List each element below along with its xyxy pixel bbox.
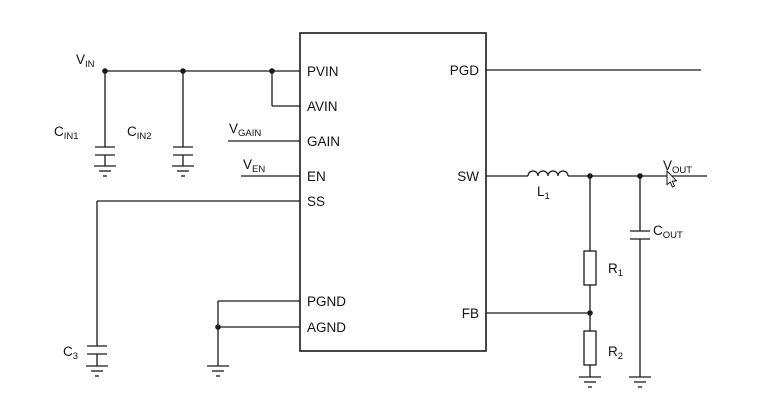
resistor-r1-icon — [583, 250, 597, 286]
label-vout: VOUT — [663, 158, 692, 176]
junction-vin-cin1 — [102, 68, 108, 74]
ic-body — [299, 32, 487, 352]
label-cin2: CIN2 — [127, 124, 152, 142]
pin-label-fb: FB — [462, 306, 479, 321]
ground-icon-cout — [629, 376, 651, 388]
resistor-r2-icon — [583, 330, 597, 366]
pin-label-agnd: AGND — [307, 320, 346, 335]
capacitor-cout-icon — [630, 230, 650, 240]
junction-fb-divider — [587, 310, 593, 316]
pin-label-pgnd: PGND — [307, 294, 346, 309]
pin-label-avin: AVIN — [307, 99, 338, 114]
junction-dots — [102, 68, 643, 330]
junction-pgnd-agnd — [215, 324, 221, 330]
label-r2: R2 — [608, 344, 623, 362]
label-c3: C3 — [63, 344, 78, 362]
label-vin: VIN — [76, 52, 95, 70]
ground-icon-r2 — [579, 376, 601, 388]
ground-icon-cin1 — [94, 165, 116, 177]
label-cout: COUT — [653, 223, 683, 241]
label-l1: L1 — [537, 184, 550, 202]
capacitor-c3-icon — [87, 345, 107, 366]
ground-icon-c3 — [86, 365, 108, 377]
pin-label-sw: SW — [457, 169, 479, 184]
mouse-cursor-icon — [666, 169, 678, 188]
junction-sw-r1 — [587, 173, 593, 179]
label-cin1: CIN1 — [54, 124, 79, 142]
junction-pvin-avin — [269, 68, 275, 74]
junction-vin-cin2 — [180, 68, 186, 74]
label-r1: R1 — [608, 261, 623, 279]
pin-label-pgd: PGD — [450, 63, 480, 78]
capacitor-cin1-icon — [95, 71, 115, 166]
label-vgain: VGAIN — [229, 121, 261, 139]
junction-vout-cout — [637, 173, 643, 179]
label-ven: VEN — [243, 157, 265, 175]
capacitor-cin2-icon — [173, 71, 193, 166]
pin-label-en: EN — [307, 169, 326, 184]
pin-label-ss: SS — [307, 194, 325, 209]
ground-icon-agnd — [207, 365, 229, 377]
inductor-l1-icon — [527, 170, 569, 177]
pin-label-pvin: PVIN — [307, 64, 339, 79]
ground-icon-cin2 — [172, 165, 194, 177]
pin-label-gain: GAIN — [307, 134, 340, 149]
